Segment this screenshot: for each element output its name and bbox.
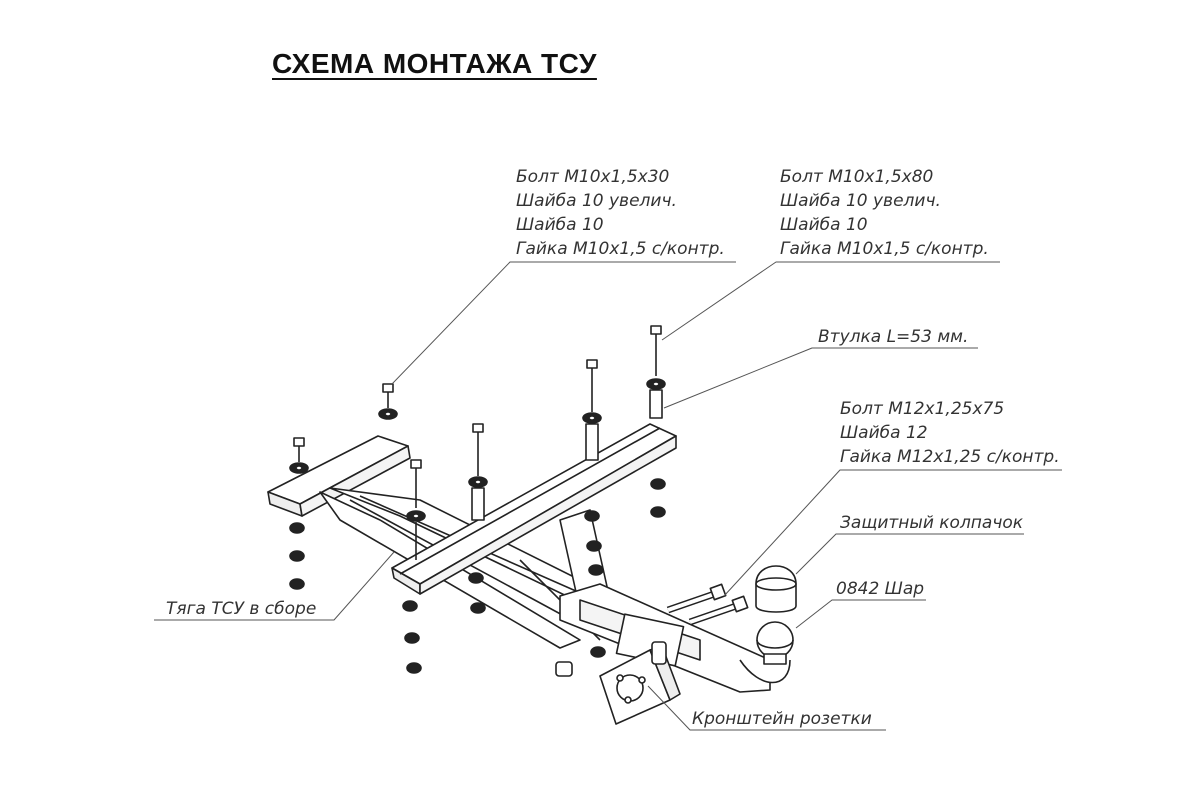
callout-bolt-set-left: Болт М10х1,5х30 Шайба 10 увелич. Шайба 1… [516, 167, 725, 259]
callout-line: Болт М12х1,25х75 [840, 399, 1004, 419]
callout-line: Шайба 10 увелич. [780, 191, 941, 211]
bolt [646, 325, 666, 419]
nuts [289, 478, 666, 674]
bolt [378, 383, 398, 420]
cross-beam [391, 423, 677, 595]
callout-line: Болт М10х1,5х30 [516, 167, 669, 187]
bolt [468, 423, 488, 521]
bolt [406, 459, 426, 560]
socket-bracket [599, 641, 681, 725]
ball [756, 621, 794, 665]
callout-line: Шайба 10 [780, 215, 868, 235]
callout-line: Гайка М10х1,5 с/контр. [780, 239, 989, 259]
callout-line: Шайба 10 [516, 215, 604, 235]
protective-cap [755, 565, 797, 613]
callout-line: Гайка М12х1,25 с/контр. [840, 447, 1060, 467]
callout-tow-bar-assembly: Тяга ТСУ в сборе [166, 599, 316, 619]
leader-lines [154, 261, 1062, 731]
bolt [582, 359, 602, 461]
callout-line: Гайка М10х1,5 с/контр. [516, 239, 725, 259]
callout-protective-cap: Защитный колпачок [840, 513, 1024, 533]
bolt [289, 437, 309, 474]
callout-line: Шайба 10 увелич. [516, 191, 677, 211]
ball-bolts [555, 583, 749, 677]
callout-sleeve: Втулка L=53 мм. [818, 327, 968, 347]
diagram-title: СХЕМА МОНТАЖА ТСУ [272, 48, 597, 79]
callout-socket-bracket: Кронштейн розетки [692, 709, 872, 729]
callout-line: Шайба 12 [840, 423, 928, 443]
callout-ball: 0842 Шар [836, 579, 924, 599]
callout-bolt-set-ball: Болт М12х1,25х75 Шайба 12 Гайка М12х1,25… [840, 399, 1060, 467]
vertical-bolts [289, 325, 666, 560]
callout-line: Болт М10х1,5х80 [780, 167, 933, 187]
callout-bolt-set-right: Болт М10х1,5х80 Шайба 10 увелич. Шайба 1… [780, 167, 989, 259]
